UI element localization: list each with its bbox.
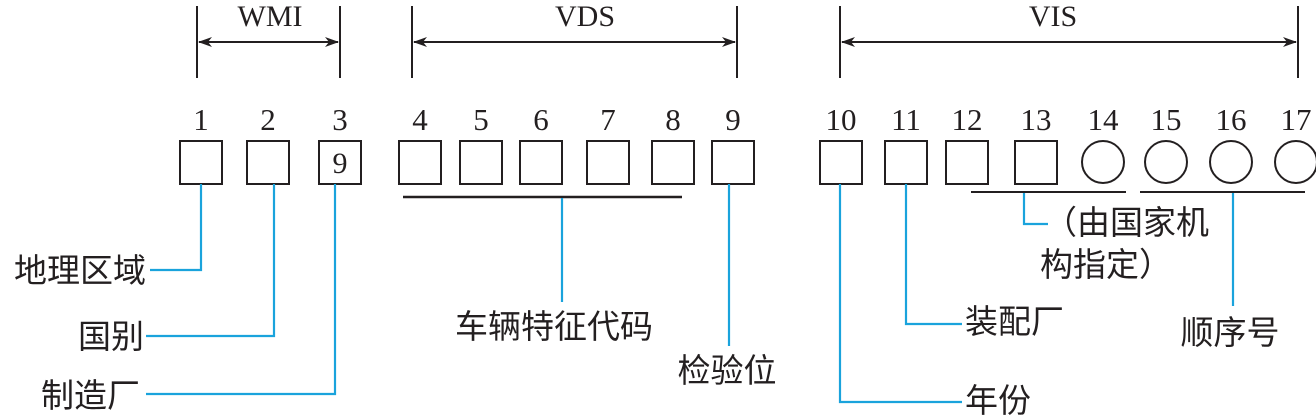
digit-box — [519, 140, 563, 185]
optional-digit-circle — [1209, 140, 1253, 184]
digit-box — [179, 140, 223, 185]
position-number: 6 — [533, 102, 549, 137]
position-number: 5 — [473, 102, 489, 137]
position-number: 8 — [665, 102, 681, 137]
position-number: 17 — [1281, 102, 1312, 137]
vin-position-2: 2 — [246, 102, 290, 185]
vin-position-13: 13 — [1014, 102, 1058, 185]
optional-digit-circle — [1144, 140, 1188, 184]
group-vds: VDS — [411, 0, 738, 78]
vin-position-12: 12 — [945, 102, 989, 185]
digit-box — [586, 140, 630, 185]
vin-position-16: 16 — [1209, 102, 1253, 184]
position-number: 7 — [600, 102, 616, 137]
digit-box — [398, 140, 442, 185]
label-serial-number: 顺序号 — [1181, 313, 1280, 352]
digit-box — [246, 140, 290, 185]
vin-position-3: 39 — [318, 102, 362, 185]
vin-position-7: 7 — [586, 102, 630, 185]
leader-geo-region — [150, 184, 203, 272]
digit-box — [945, 140, 989, 185]
vin-position-5: 5 — [459, 102, 503, 185]
vin-position-14: 14 — [1081, 102, 1125, 184]
label-assembly-plant: 装配厂 — [965, 302, 1064, 341]
group-wmi: WMI — [196, 0, 341, 78]
digit-box — [884, 140, 928, 185]
position-number: 11 — [891, 102, 921, 137]
digit-value: 9 — [333, 147, 348, 180]
vin-position-15: 15 — [1144, 102, 1188, 184]
leader-national-agency — [1022, 193, 1048, 226]
position-number: 14 — [1088, 102, 1120, 137]
digit-box — [651, 140, 695, 185]
position-number: 4 — [412, 102, 428, 137]
leader-assembly-plant — [904, 184, 962, 326]
optional-digit-circle — [1081, 140, 1125, 184]
position-number: 15 — [1151, 102, 1182, 137]
vin-position-1: 1 — [179, 102, 223, 185]
wmi-label: WMI — [238, 0, 303, 33]
position-number: 13 — [1021, 102, 1052, 137]
label-check-digit: 检验位 — [678, 351, 777, 390]
leader-lines — [146, 184, 1235, 404]
vin-position-10: 10 — [819, 102, 863, 185]
vin-position-8: 8 — [651, 102, 695, 185]
vin-position-11: 11 — [884, 102, 928, 185]
position-number: 16 — [1216, 102, 1247, 137]
position-number: 2 — [260, 102, 276, 137]
label-national-agency-line1: （由国家机 — [1044, 203, 1209, 242]
leader-manufacturer — [146, 184, 337, 396]
position-number: 12 — [952, 102, 983, 137]
label-national-agency-line2: 构指定） — [1040, 245, 1172, 284]
label-vehicle-attributes: 车辆特征代码 — [455, 307, 653, 346]
position-number: 10 — [826, 102, 857, 137]
leader-model-year — [838, 184, 962, 404]
leader-country — [146, 184, 276, 338]
label-model-year: 年份 — [965, 381, 1031, 419]
position-number: 3 — [332, 102, 348, 137]
digit-box — [819, 140, 863, 185]
vin-position-9: 9 — [711, 102, 755, 185]
position-number: 9 — [725, 102, 741, 137]
digit-box — [318, 140, 362, 185]
label-manufacturer: 制造厂 — [41, 376, 140, 415]
vin-position-6: 6 — [519, 102, 563, 185]
digit-box — [459, 140, 503, 185]
label-country: 国别 — [78, 317, 144, 356]
digit-box — [1014, 140, 1058, 185]
digit-box — [711, 140, 755, 185]
vin-position-17: 17 — [1274, 102, 1316, 184]
optional-digit-circle — [1274, 140, 1316, 184]
vin-position-4: 4 — [398, 102, 442, 185]
group-vis: VIS — [839, 0, 1299, 78]
vis-label: VIS — [1029, 0, 1077, 33]
position-number: 1 — [193, 102, 209, 137]
label-geo-region: 地理区域 — [14, 251, 146, 290]
vds-label: VDS — [555, 0, 615, 33]
